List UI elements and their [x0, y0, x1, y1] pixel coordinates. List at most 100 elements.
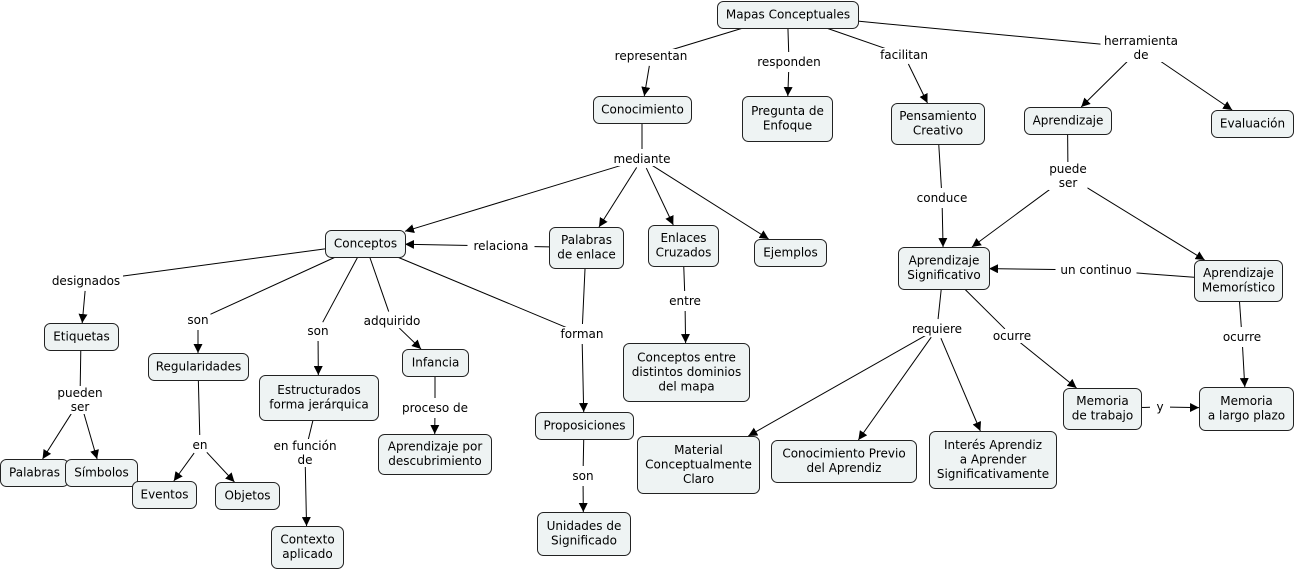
concept-text: a Aprender: [960, 452, 1027, 466]
linking-phrase-text: son: [572, 469, 593, 483]
linking-phrase-requiere: requiere: [907, 322, 967, 336]
connection-line: [783, 71, 793, 97]
concept-box: [593, 96, 692, 124]
concept-text: Regularidades: [156, 359, 242, 373]
concept-text: Aprendizaje: [1033, 113, 1104, 127]
concept-text: Conceptos: [334, 236, 397, 250]
connection-line: [42, 408, 76, 460]
connection-line: [598, 167, 638, 228]
concept-box: [1211, 110, 1294, 138]
connection-line: [95, 248, 326, 281]
concept-evaluacion[interactable]: Evaluación: [1211, 110, 1294, 138]
connection-line: [857, 336, 932, 441]
linking-phrase-text: requiere: [912, 322, 962, 336]
concept-box: [891, 103, 985, 145]
concept-proposiciones[interactable]: Proposiciones: [535, 412, 634, 440]
concept-box: [717, 1, 859, 29]
connection-line: [404, 161, 633, 233]
concept-palabras[interactable]: Palabras: [0, 459, 69, 487]
concept-text: Evaluación: [1220, 116, 1285, 130]
linking-phrase-text: proceso de: [402, 401, 468, 415]
connection-line: [938, 143, 942, 189]
connection-line: [579, 343, 589, 413]
concept-regularidades[interactable]: Regularidades: [148, 353, 249, 381]
concept-text: Creativo: [913, 124, 963, 138]
concept-text: Enlaces: [660, 231, 706, 245]
connection-line: [1169, 403, 1200, 413]
linking-phrase-text: representan: [615, 49, 688, 63]
concept-eventos[interactable]: Eventos: [132, 481, 197, 509]
concept-text: Aprendizaje: [909, 254, 980, 268]
linking-phrase-ocurre-mem: ocurre: [1219, 330, 1265, 344]
connection-line: [322, 256, 359, 323]
concept-text: Contexto: [280, 533, 334, 547]
concept-text: Claro: [683, 472, 714, 486]
concept-interes[interactable]: Interés Aprendiza AprenderSignificativam…: [929, 431, 1057, 489]
linking-phrase-ocurre-sig: ocurre: [989, 329, 1035, 343]
concept-infancia[interactable]: Infancia: [402, 349, 469, 377]
connection-line: [301, 462, 311, 527]
concept-text: Objetos: [224, 488, 270, 502]
concept-box: [1199, 387, 1294, 431]
concept-text: Mapas Conceptuales: [726, 7, 850, 21]
connection-line: [971, 181, 1061, 248]
connection-line: [82, 409, 99, 460]
connection-line: [369, 256, 390, 312]
linking-phrase-entre: entre: [665, 294, 705, 308]
connection-line: [683, 265, 686, 292]
concept-conocimiento[interactable]: Conocimiento: [593, 96, 692, 124]
concept-box: [402, 349, 469, 377]
concept-objetos[interactable]: Objetos: [215, 482, 280, 510]
concept-box: [271, 526, 344, 569]
linking-phrase-text: ocurre: [993, 329, 1031, 343]
concept-text: aplicado: [282, 547, 333, 561]
linking-phrase-forman: forman: [559, 327, 605, 341]
concept-etiquetas[interactable]: Etiquetas: [44, 323, 119, 351]
concept-text: Pensamiento: [899, 109, 976, 123]
linking-phrase-text: son: [187, 313, 208, 327]
concept-simbolos[interactable]: Símbolos: [65, 459, 138, 487]
connection-line: [748, 333, 929, 437]
linking-phrase-son-reg: son: [185, 313, 211, 327]
concept-text: Aprendizaje: [1203, 266, 1274, 280]
concept-text: Memoria: [1076, 394, 1128, 408]
connection-line: [173, 452, 195, 482]
concept-aprendizaje[interactable]: Aprendizaje: [1024, 107, 1112, 135]
connection-line: [582, 438, 585, 467]
concept-box: [771, 440, 917, 483]
concept-conceptos[interactable]: Conceptos: [325, 230, 406, 258]
concept-text: Proposiciones: [543, 418, 625, 432]
concept-box: [1024, 107, 1112, 135]
connection-line: [1148, 53, 1233, 111]
connection-line: [197, 379, 201, 436]
linking-phrase-text: de: [1134, 48, 1149, 62]
concept-text: del Aprendiz: [807, 461, 882, 475]
linking-phrase-en: en: [191, 438, 209, 452]
concept-ejemplos[interactable]: Ejemplos: [754, 239, 827, 267]
concept-text: Conocimiento: [601, 102, 684, 116]
linking-phrase-text: ser: [71, 400, 90, 414]
concept-box: [754, 239, 827, 267]
concept-mapas[interactable]: Mapas Conceptuales: [717, 1, 859, 29]
concept-box: [1063, 388, 1142, 430]
concept-box: [549, 227, 624, 269]
connection-line: [1238, 300, 1242, 328]
connection-line: [641, 65, 651, 97]
